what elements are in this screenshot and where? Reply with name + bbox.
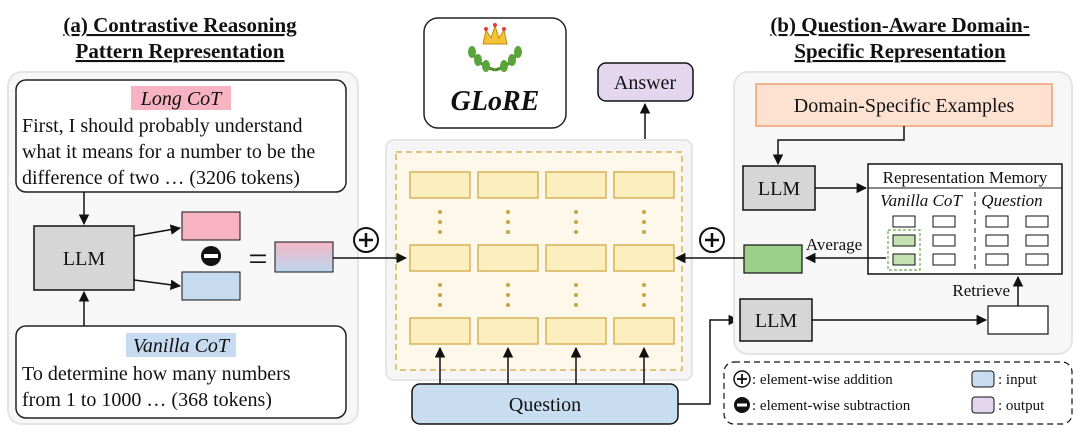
llm-label-a: LLM bbox=[63, 248, 105, 270]
vanilla-cot-label: Vanilla CoT bbox=[133, 335, 231, 357]
layer-cell bbox=[545, 244, 607, 272]
memory-col-vanilla-cot: Vanilla CoT bbox=[880, 191, 963, 210]
arrow-question-to-llm-b bbox=[678, 314, 740, 405]
layer-cell bbox=[477, 244, 539, 272]
glore-logo-text: GLoRE bbox=[451, 86, 540, 117]
legend-addition-icon bbox=[733, 370, 751, 388]
legend-input-swatch bbox=[971, 370, 995, 388]
layer-cell bbox=[477, 171, 539, 199]
section-b-title-line1: (b) Question-Aware Domain- bbox=[770, 13, 1029, 37]
answer-label: Answer bbox=[614, 72, 677, 94]
long-cot-text-line2: what it means for a number to be the bbox=[22, 141, 315, 163]
vanilla-cot-label-bg bbox=[126, 333, 236, 357]
llm-label-b-bottom: LLM bbox=[755, 310, 797, 332]
layer-cell bbox=[613, 171, 675, 199]
subtraction-icon bbox=[201, 246, 221, 266]
layer-cell bbox=[613, 317, 675, 345]
section-a-title-line2: Pattern Representation bbox=[76, 39, 285, 63]
layer-cell bbox=[545, 317, 607, 345]
layer-cell bbox=[477, 317, 539, 345]
long-cot-text-line1: First, I should probably understand bbox=[22, 115, 303, 137]
equals-sign: = bbox=[248, 241, 267, 278]
legend-output-swatch bbox=[971, 396, 995, 414]
llm-label-b-top: LLM bbox=[758, 178, 800, 200]
llm-box-b-bottom bbox=[739, 298, 813, 342]
average-label: Average bbox=[806, 235, 862, 254]
contrastive-representation bbox=[274, 241, 334, 273]
vanilla-cot-text-line1: To determine how many numbers bbox=[22, 363, 291, 385]
query-representation bbox=[987, 305, 1049, 335]
addition-icon-left bbox=[353, 227, 379, 253]
legend-subtraction-icon bbox=[734, 397, 750, 413]
crown-laurel-icon bbox=[468, 23, 522, 72]
long-cot-box bbox=[15, 79, 347, 193]
memory-col-question: Question bbox=[981, 191, 1042, 210]
arrow-llm-to-long-rep bbox=[133, 224, 182, 237]
vanilla-cot-box bbox=[15, 325, 347, 419]
memory-slots bbox=[887, 215, 1049, 271]
legend-output-label: : output bbox=[998, 398, 1045, 414]
vanilla-cot-text-line2: from 1 to 1000 … (368 tokens) bbox=[22, 389, 272, 411]
domain-examples-label: Domain-Specific Examples bbox=[794, 95, 1015, 117]
layer-dots bbox=[438, 210, 646, 307]
glore-logo-box bbox=[423, 17, 567, 129]
legend-input-label: : input bbox=[998, 372, 1038, 388]
layer-cell bbox=[545, 171, 607, 199]
layer-cell bbox=[409, 317, 471, 345]
long-cot-label-bg bbox=[131, 86, 231, 110]
average-representation bbox=[743, 244, 803, 274]
addition-icon-right bbox=[699, 227, 725, 253]
question-label: Question bbox=[509, 394, 581, 416]
arrow-examples-to-llm bbox=[772, 126, 905, 166]
layer-cell bbox=[409, 171, 471, 199]
retrieve-label: Retrieve bbox=[952, 281, 1010, 300]
answer-box bbox=[597, 62, 694, 102]
arrow-llm-to-vanilla-rep bbox=[133, 279, 182, 290]
legend-addition-label: : element-wise addition bbox=[752, 372, 893, 388]
legend-subtraction-label: : element-wise subtraction bbox=[752, 398, 911, 414]
section-b-title-line2: Specific Representation bbox=[794, 39, 1006, 63]
long-cot-label: Long CoT bbox=[140, 88, 223, 110]
long-cot-text-line3: difference of two … (3206 tokens) bbox=[22, 167, 300, 189]
model-layers bbox=[409, 171, 675, 345]
long-cot-representation bbox=[181, 211, 241, 241]
llm-box-a bbox=[33, 225, 135, 291]
memory-title: Representation Memory bbox=[883, 168, 1048, 187]
layer-cell bbox=[613, 244, 675, 272]
vanilla-cot-representation bbox=[181, 271, 241, 301]
section-a-title-line1: (a) Contrastive Reasoning bbox=[63, 13, 297, 37]
layer-cell bbox=[409, 244, 471, 272]
